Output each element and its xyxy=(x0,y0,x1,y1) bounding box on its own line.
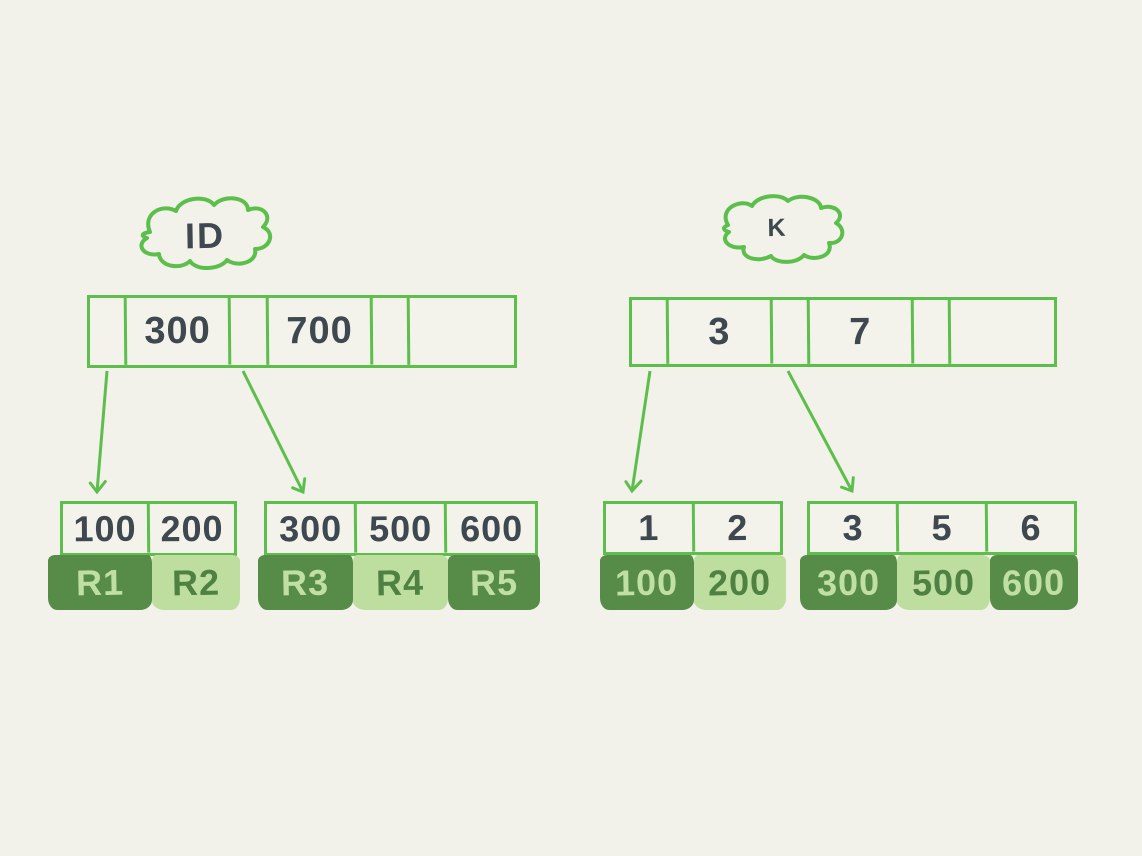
leaf-key-cell: 5 xyxy=(898,503,989,553)
leaf-node: 100 200 xyxy=(60,501,237,556)
value-block: 600 xyxy=(990,555,1078,610)
record-block: R3 xyxy=(258,555,353,610)
root-pointer-cell xyxy=(631,299,670,365)
root-pointer-cell xyxy=(231,297,270,366)
root-key-cell: 3 xyxy=(668,299,774,365)
leaf-key-cell: 1 xyxy=(605,503,695,553)
pointer-arrow xyxy=(241,370,307,495)
leaf-key-cell: 3 xyxy=(809,503,900,553)
record-block: R1 xyxy=(48,555,152,610)
record-block: R4 xyxy=(353,555,448,610)
leaf-node: 300 500 600 xyxy=(264,501,538,556)
pointer-arrow xyxy=(786,370,855,494)
record-block: R5 xyxy=(448,555,540,610)
root-pointer-cell xyxy=(913,299,952,365)
root-pointer-cell xyxy=(89,297,128,366)
pointer-arrow xyxy=(88,370,109,495)
value-block: 200 xyxy=(694,555,786,610)
value-block: 100 xyxy=(600,555,694,610)
leaf-key-cell: 200 xyxy=(160,507,224,549)
root-key-cell: 300 xyxy=(127,297,232,366)
leaf-key-cell: 6 xyxy=(1020,506,1042,549)
leaf-node: 3 5 6 xyxy=(807,501,1077,555)
root-node-id: 300 700 xyxy=(87,295,517,368)
root-pointer-cell xyxy=(772,299,811,365)
leaf-key-cell: 100 xyxy=(62,503,151,554)
record-block: R2 xyxy=(152,555,240,610)
root-empty-cell xyxy=(411,298,515,366)
value-block: 300 xyxy=(800,555,897,610)
leaf-key-cell: 500 xyxy=(357,503,448,554)
leaf-key-cell: 600 xyxy=(459,507,524,549)
root-pointer-cell xyxy=(373,297,412,366)
leaf-key-cell: 300 xyxy=(266,503,358,554)
root-key-cell: 7 xyxy=(809,299,915,365)
leaf-key-cell: 2 xyxy=(726,506,748,549)
pointer-arrow xyxy=(624,370,652,494)
root-node-k: 3 7 xyxy=(629,297,1057,367)
root-key-cell: 700 xyxy=(268,297,374,366)
index-label-k: K xyxy=(767,213,787,243)
value-block: 500 xyxy=(897,555,990,610)
index-label-id: ID xyxy=(184,214,226,257)
leaf-node: 1 2 xyxy=(603,501,783,555)
root-empty-cell xyxy=(951,300,1054,365)
